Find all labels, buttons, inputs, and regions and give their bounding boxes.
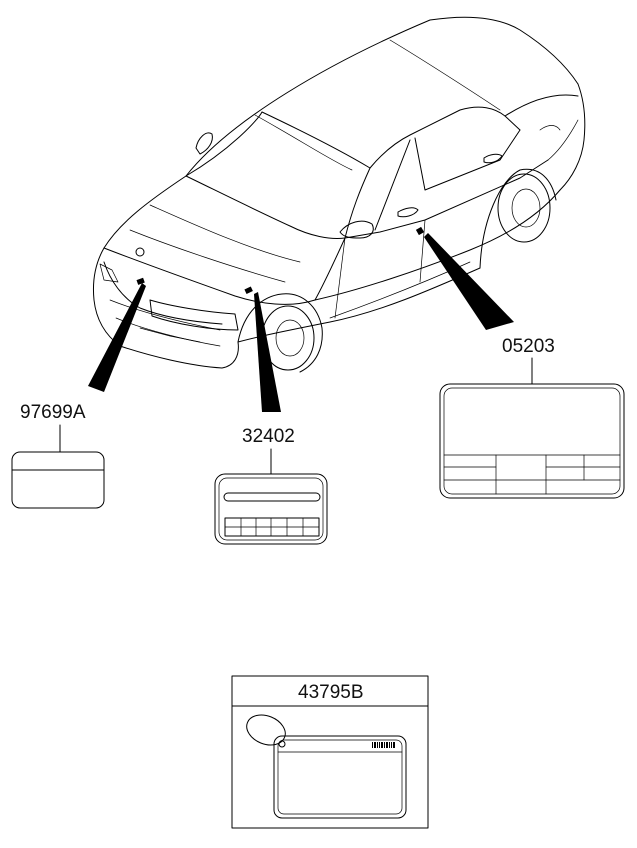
part-43795b: 43795B	[231, 675, 429, 829]
part-43795b-frame	[231, 675, 429, 829]
tag-body-shape	[273, 735, 407, 819]
part-number-05203: 05203	[502, 336, 555, 357]
part-number-43795b: 43795B	[298, 682, 364, 703]
barcode-icon	[372, 742, 395, 748]
car-illustration	[93, 16, 586, 373]
part-32402: 32402	[214, 426, 328, 545]
label-97699a-shape	[11, 451, 105, 509]
part-97699a: 97699A	[11, 402, 105, 509]
tag-loop-shape	[246, 714, 286, 746]
label-32402-shape	[214, 473, 328, 545]
label-05203-shape	[439, 383, 625, 499]
leader-32402	[254, 292, 281, 412]
leader-05203	[424, 233, 514, 330]
leader-97699a	[88, 283, 146, 392]
part-number-97699a: 97699A	[20, 402, 86, 423]
leader-wedges	[88, 226, 514, 412]
part-05203: 05203	[439, 336, 625, 499]
part-number-32402: 32402	[242, 426, 295, 447]
